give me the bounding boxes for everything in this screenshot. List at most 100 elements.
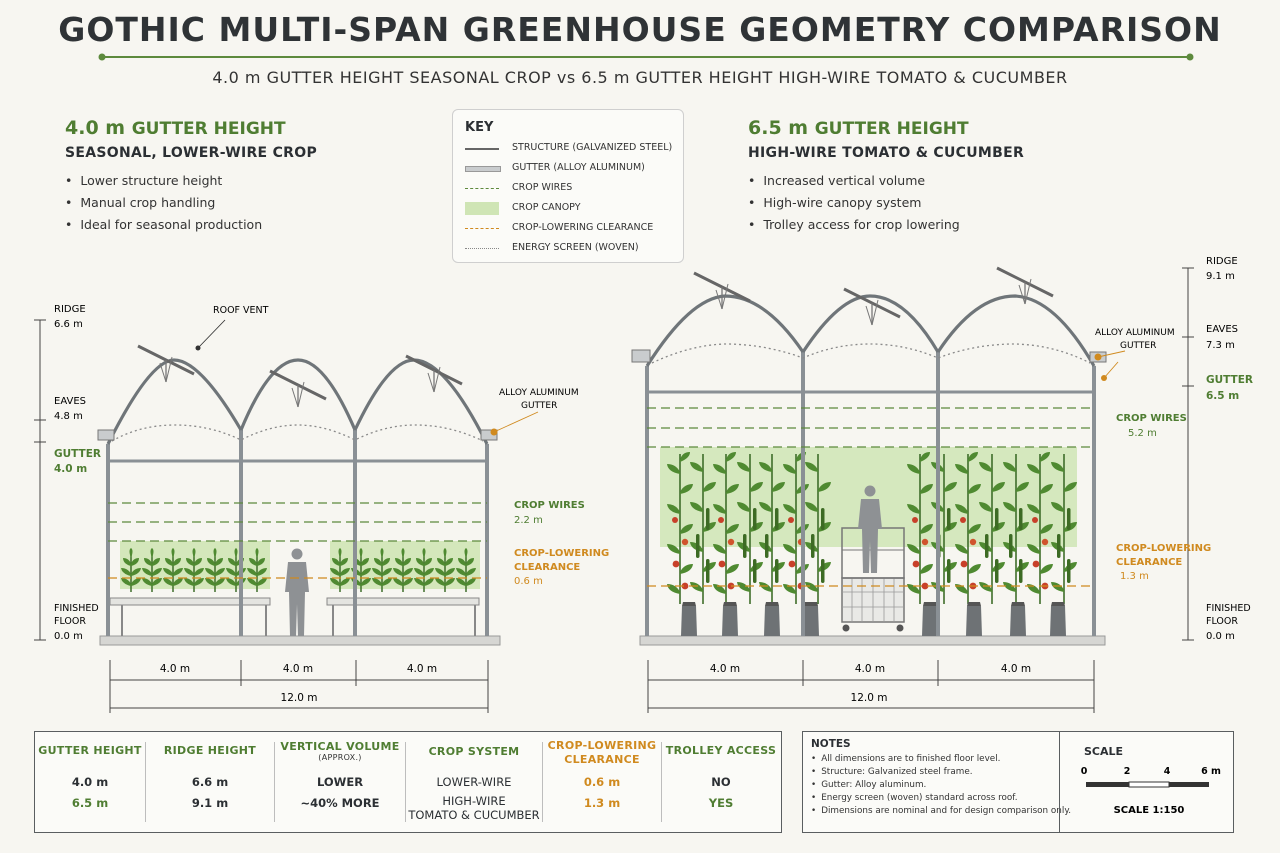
right-heading-label: GUTTER HEIGHT [814,119,969,139]
right-info: 6.5 m GUTTER HEIGHT HIGH-WIRE TOMATO & C… [748,117,1024,239]
table-cell: ~40% MORE [300,796,380,810]
right-span-3: 4.0 m [1001,663,1031,675]
roof-vent-icon [995,266,1055,306]
left-clearance-value: 0.6 m [514,576,543,587]
right-heading-value: 6.5 m [748,117,809,139]
table-header: CROP SYSTEM [428,745,520,758]
list-item: Dimensions are nominal and for design co… [811,806,1071,816]
key-label: GUTTER (ALLOY ALUMINUM) [512,162,645,173]
right-floor-label-2: FLOOR [1206,616,1238,627]
left-bullets: Lower structure height Manual crop handl… [65,173,317,232]
list-item: Structure: Galvanized steel frame. [811,767,1071,777]
col-vertical-volume: VERTICAL VOLUME(APPROX.) LOWER ~40% MORE [275,732,405,832]
key-label: CROP-LOWERING CLEARANCE [512,222,654,233]
volume-header-sub: (APPROX.) [318,753,362,762]
right-ridge-value: 9.1 m [1206,271,1235,282]
wire-swatch [465,188,499,189]
right-eaves-value: 7.3 m [1206,340,1235,351]
left-heading: 4.0 m GUTTER HEIGHT [65,117,317,139]
right-clearance-label: CROP-LOWERING [1116,543,1211,554]
left-total-span: 12.0 m [281,692,318,704]
right-span-2: 4.0 m [855,663,885,675]
col-trolley-access: TROLLEY ACCESS NO YES [662,732,780,832]
list-item: Gutter: Alloy aluminum. [811,780,1071,790]
key-item-structure: STRUCTURE (GALVANIZED STEEL) [465,140,680,158]
bench [326,597,480,606]
roof-vent-icon [842,287,902,327]
left-wires-value: 2.2 m [514,515,543,526]
left-span-1: 4.0 m [160,663,190,675]
gutter-swatch [465,166,501,172]
key-item-canopy: CROP CANOPY [465,200,680,218]
left-clearance-label: CROP-LOWERING [514,548,609,559]
clearance-header-2: CLEARANCE [564,753,640,766]
col-ridge-height: RIDGE HEIGHT 6.6 m 9.1 m [146,732,274,832]
table-cell: 0.6 m [583,775,621,789]
right-gutter-label: GUTTER [1206,374,1253,386]
left-floor-label-2: FLOOR [54,616,86,627]
worker-figure [285,548,309,636]
left-greenhouse: RIDGE 6.6 m EAVES 4.8 m GUTTER 4.0 m FIN… [34,304,609,713]
list-item: Energy screen (woven) standard across ro… [811,793,1071,803]
page-subtitle: 4.0 m GUTTER HEIGHT SEASONAL CROP vs 6.5… [212,68,1068,87]
left-info: 4.0 m GUTTER HEIGHT SEASONAL, LOWER-WIRE… [65,117,317,239]
left-gutter-label: GUTTER [54,448,101,460]
gutter-profile [97,429,115,441]
comparison-table: GUTTER HEIGHT 4.0 m 6.5 m RIDGE HEIGHT 6… [34,731,782,833]
scale-tick: 6 m [1201,766,1221,777]
key-title: KEY [465,120,494,135]
roof-vent-icon [268,369,328,409]
scale-tick: 4 [1164,766,1171,777]
screen-swatch [465,248,499,249]
left-alloy-label-2: GUTTER [521,401,557,411]
table-cell: LOWER [316,775,364,789]
key-label: CROP CANOPY [512,202,581,213]
left-span-2: 4.0 m [283,663,313,675]
list-item: Lower structure height [65,173,317,188]
scale-title: SCALE [1084,745,1124,758]
list-item: Trolley access for crop lowering [748,217,1024,232]
clearance-swatch [465,228,499,229]
right-ridge-label: RIDGE [1206,256,1238,267]
energy-screen [111,424,484,442]
list-item: High-wire canopy system [748,195,1024,210]
left-floor-value: 0.0 m [54,631,83,642]
crop-line-2: TOMATO & CUCUMBER [408,808,540,822]
col-gutter-height: GUTTER HEIGHT 4.0 m 6.5 m [35,732,145,832]
right-wires-value: 5.2 m [1128,428,1157,439]
right-alloy-label-2: GUTTER [1120,341,1156,351]
right-alloy-label: ALLOY ALUMINUM [1095,328,1175,338]
energy-screen [651,343,1091,364]
left-alloy-label: ALLOY ALUMINUM [499,388,579,398]
right-clearance-value: 1.3 m [1120,571,1149,582]
key-item-clearance: CROP-LOWERING CLEARANCE [465,220,680,238]
right-greenhouse: RIDGE 9.1 m EAVES 7.3 m GUTTER 6.5 m FIN… [631,256,1253,713]
left-eaves-value: 4.8 m [54,411,83,422]
list-item: Manual crop handling [65,195,317,210]
volume-header-label: VERTICAL VOLUME [280,740,400,753]
greenhouse-diagrams: RIDGE 6.6 m EAVES 4.8 m GUTTER 4.0 m FIN… [34,256,1253,713]
right-heading: 6.5 m GUTTER HEIGHT [748,117,1024,139]
scale-tick: 2 [1124,766,1131,777]
left-clearance-label-2: CLEARANCE [514,562,580,573]
right-span-1: 4.0 m [710,663,740,675]
right-total-span: 12.0 m [851,692,888,704]
table-header: TROLLEY ACCESS [665,744,777,757]
legend-key: KEY STRUCTURE (GALVANIZED STEEL) GUTTER … [452,109,684,263]
key-item-screen: ENERGY SCREEN (WOVEN) [465,240,680,258]
left-span-3: 4.0 m [407,663,437,675]
gutter-profile [631,349,651,363]
list-item: Increased vertical volume [748,173,1024,188]
scale-tick: 0 [1081,766,1088,777]
gutter-profile [480,429,498,441]
clearance-header-1: CROP-LOWERING [547,739,657,752]
scale-bar: 0 2 4 6 m SCALE 1:150 [1081,766,1221,816]
left-eaves-label: EAVES [54,396,86,407]
floor-slab [639,635,1106,646]
scale-ratio: SCALE 1:150 [1114,805,1185,816]
table-cell: 6.5 m [71,796,109,810]
key-label: CROP WIRES [512,182,573,193]
right-gutter-value: 6.5 m [1206,390,1239,402]
key-item-wires: CROP WIRES [465,180,680,198]
